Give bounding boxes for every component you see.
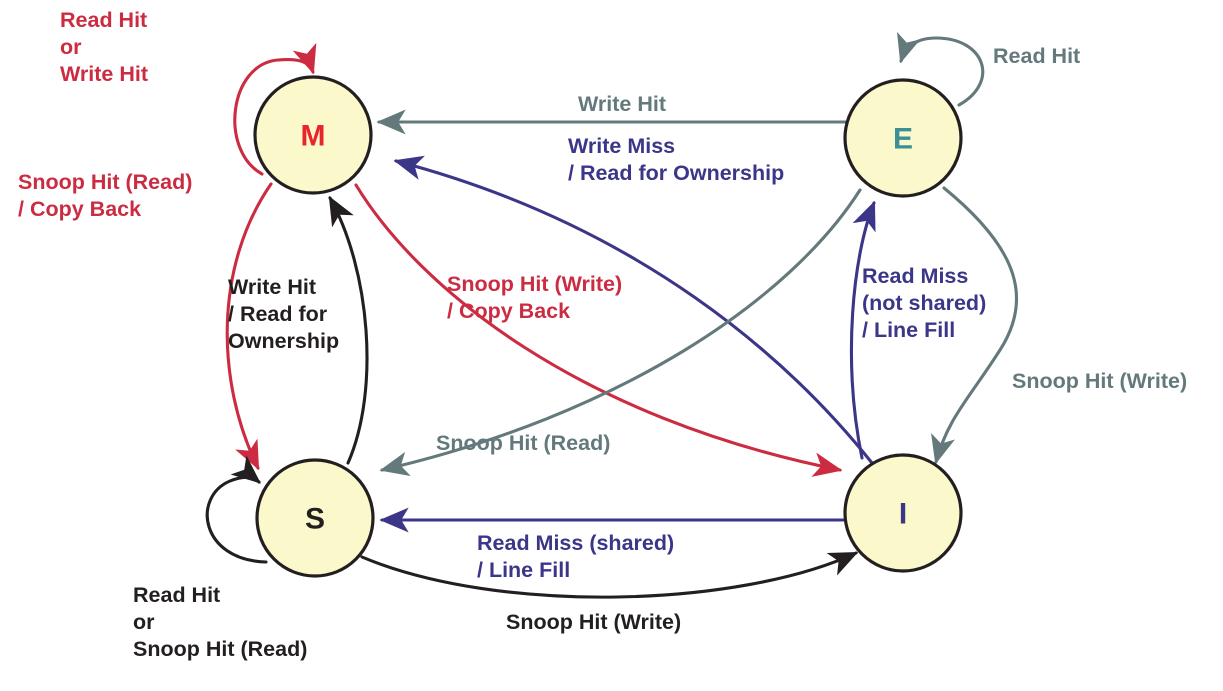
edge-label-m-to-i: Snoop Hit (Write) / Copy Back	[447, 272, 664, 323]
state-circle-i[interactable]	[843, 453, 963, 573]
state-label-s: S	[305, 503, 325, 536]
edge-label-i-to-e: Read Miss (not shared) / Line Fill	[862, 264, 1028, 342]
state-node-S[interactable]: S	[255, 458, 375, 578]
edge-s-to-s	[205, 455, 268, 564]
edge-label-m-self: Read Hit or Write Hit	[60, 8, 189, 86]
edge-label-s-to-i: Snoop Hit (Write)	[506, 610, 711, 634]
edge-label-i-to-m: Write Miss / Read for Ownership	[568, 134, 814, 185]
state-circle-m[interactable]	[253, 75, 373, 195]
edge-s-to-i	[360, 551, 859, 599]
edge-e-to-s	[379, 188, 862, 477]
edge-i-to-e	[849, 200, 876, 460]
state-label-m: M	[301, 120, 326, 153]
edge-label-e-to-s: Snoop Hit (Read)	[436, 431, 640, 455]
edge-label-s-self: Read Hit or Snoop Hit (Read)	[133, 583, 337, 661]
edge-label-s-to-m: Write Hit / Read for Ownership	[228, 275, 369, 353]
edge-e-to-e	[897, 31, 985, 107]
edge-label-e-self: Read Hit	[993, 44, 1110, 68]
edge-m-to-s	[225, 182, 273, 471]
state-label-i: I	[899, 498, 907, 531]
edge-m-to-m	[233, 42, 317, 176]
state-circle-s[interactable]	[255, 458, 375, 578]
edge-label-i-to-s: Read Miss (shared) / Line Fill	[477, 531, 716, 582]
state-circle-e[interactable]	[843, 78, 963, 198]
state-node-M[interactable]: M	[253, 75, 373, 195]
state-label-e: E	[893, 123, 913, 156]
edge-s-to-m	[328, 195, 369, 465]
edge-m-to-i	[354, 183, 843, 477]
edge-label-e-to-m: Write Hit	[578, 92, 696, 116]
edge-i-to-m	[393, 155, 874, 465]
state-node-I[interactable]: I	[843, 453, 963, 573]
edge-e-to-i	[931, 186, 1019, 465]
edge-label-e-to-i: Snoop Hit (Write)	[1012, 369, 1217, 393]
edge-label-m-to-s: Snoop Hit (Read) / Copy Back	[18, 170, 234, 221]
state-node-E[interactable]: E	[843, 78, 963, 198]
